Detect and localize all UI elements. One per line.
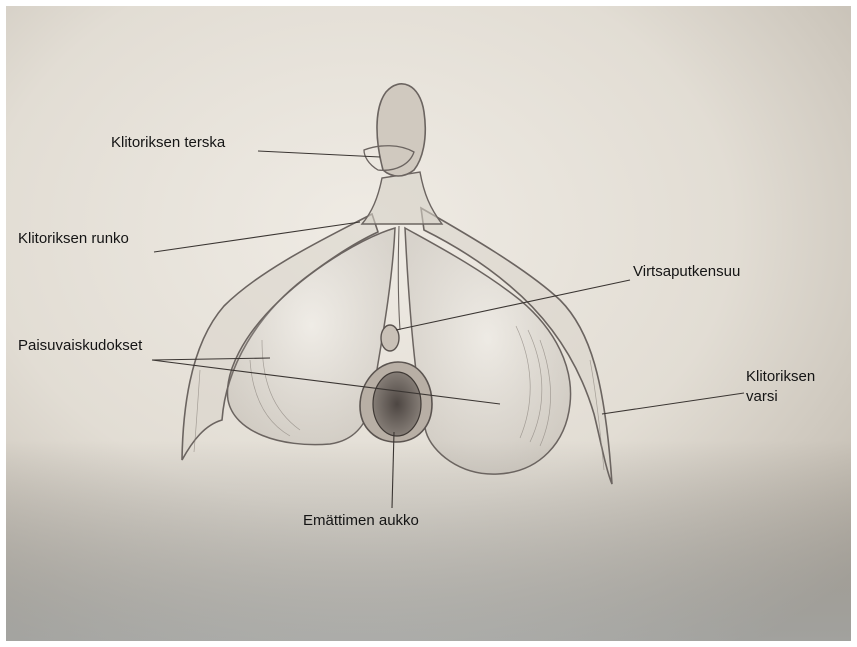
paper-bottom-shadow [6, 440, 851, 641]
paper-sheet: Klitoriksen terska Klitoriksen runko Vir… [6, 6, 851, 641]
label-bulbs: Paisuvaiskudokset [18, 336, 142, 355]
label-crus-line1: Klitoriksen [746, 367, 815, 386]
vaginal-opening-inner [373, 372, 421, 436]
label-vaginal-opening: Emättimen aukko [303, 511, 419, 530]
label-crus-line2: varsi [746, 387, 778, 406]
label-urethral-opening: Virtsaputkensuu [633, 262, 740, 281]
urethral-opening-shape [381, 325, 399, 351]
drawing-canvas [6, 6, 851, 641]
label-clitoral-glans: Klitoriksen terska [111, 133, 225, 152]
label-clitoral-body: Klitoriksen runko [18, 229, 129, 248]
clitoral-glans-outline [377, 84, 425, 176]
